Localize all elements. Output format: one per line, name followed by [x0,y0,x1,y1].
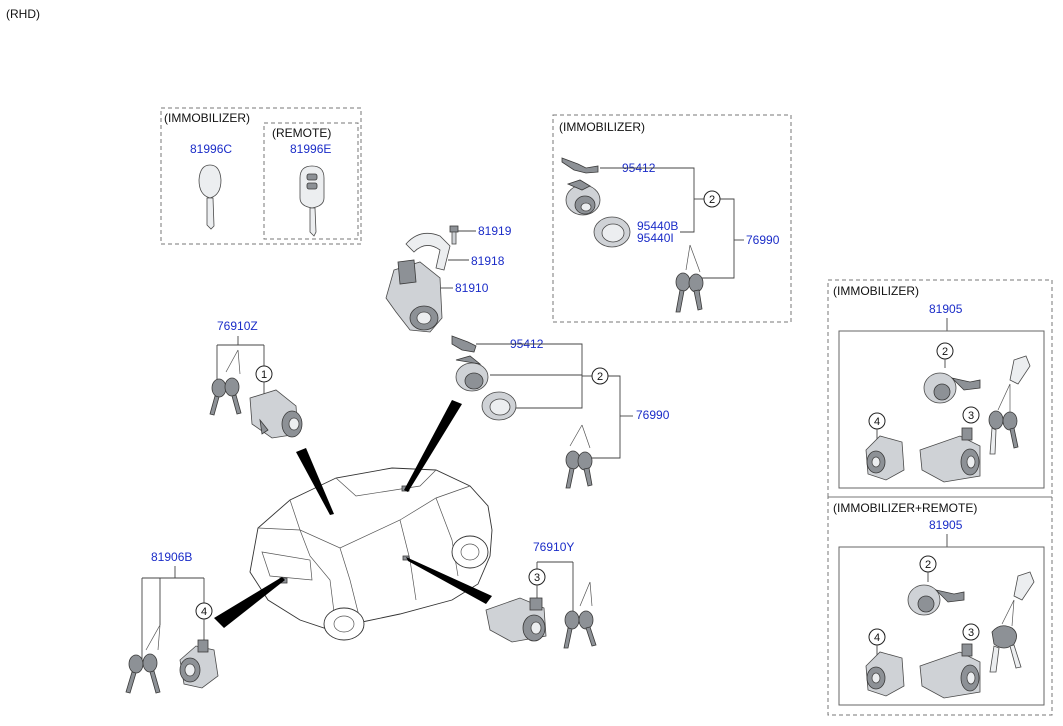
callout-3-right [962,406,980,424]
svg-text:4: 4 [874,416,880,428]
svg-text:1: 1 [261,369,267,381]
part-76990-top[interactable]: 76990 [746,233,780,247]
part-81910[interactable]: 81910 [455,281,489,295]
door-lock-cylinder-icon [485,597,547,643]
part-81906B[interactable]: 81906B [151,550,192,564]
door-lock-cylinder-icon [919,427,981,483]
pointer-wedge [404,400,462,492]
variant-label: (RHD) [6,7,40,21]
svg-text:2: 2 [709,194,715,206]
immobilizer-key [198,164,222,230]
vehicle-illustration [249,467,493,641]
group-81906B: 81906B 4 [125,550,219,694]
lock-cylinder-icon [907,584,965,616]
part-76910Y[interactable]: 76910Y [533,540,574,554]
part-76990-center[interactable]: 76990 [636,408,670,422]
immobilizer-right-label: (IMMOBILIZER) [833,284,919,298]
immobilizer-key-group: (IMMOBILIZER) (REMOTE) 81996C 81996E [160,107,362,245]
svg-text:2: 2 [597,371,603,383]
part-81905-b[interactable]: 81905 [929,518,963,532]
svg-text:3: 3 [534,572,540,584]
antenna-ring-icon [481,391,517,421]
lock-cylinder-icon [455,355,489,392]
antenna-ring-icon [593,216,631,248]
immobilizer-label: (IMMOBILIZER) [164,111,250,125]
lock-cylinder-icon [923,372,981,404]
svg-text:3: 3 [968,627,974,639]
part-81905-a[interactable]: 81905 [929,302,963,316]
part-95440B[interactable]: 95440B [637,219,678,233]
key-set-icon [988,355,1031,455]
key-set-icon [563,581,597,649]
antenna-coil-icon [561,157,599,174]
svg-text:3: 3 [968,410,974,422]
group-76910Z: 76910Z 1 [209,319,303,439]
pointer-wedge [296,448,334,515]
callout-2-top [703,190,721,208]
ignition-assembly: 81919 81918 81910 [385,224,512,333]
immobilizer-right-group: (IMMOBILIZER) 81905 2 3 4 [827,279,1053,498]
svg-text:4: 4 [201,606,207,618]
tailgate-lock-cylinder-icon [865,435,905,481]
part-81918[interactable]: 81918 [471,254,505,268]
svg-text:2: 2 [925,559,931,571]
tailgate-lock-cylinder-icon [865,651,905,697]
part-81919[interactable]: 81919 [478,224,512,238]
callout-3-remote [962,623,980,641]
remote-key-set-icon [989,571,1035,673]
part-76910Z[interactable]: 76910Z [217,319,258,333]
key-set-icon [675,244,704,313]
remote-label: (REMOTE) [272,126,331,140]
svg-text:4: 4 [874,632,880,644]
immobilizer-top-group: (IMMOBILIZER) 95412 95440B 95440I 76990 … [552,114,792,323]
key-set-icon [565,424,593,489]
screw-icon [449,225,459,245]
part-81996C[interactable]: 81996C [190,142,232,156]
remote-key [299,165,325,237]
key-set-icon [209,349,242,416]
group-76910Y: 76910Y 3 [485,540,597,649]
tailgate-lock-cylinder-icon [179,639,219,689]
part-95440I[interactable]: 95440I [637,231,674,245]
pointer-wedge [406,557,492,604]
immobilizer-remote-right-label: (IMMOBILIZER+REMOTE) [833,501,977,515]
pointer-wedge [214,577,285,628]
immobilizer-top-label: (IMMOBILIZER) [559,120,645,134]
door-lock-cylinder-icon [249,389,303,439]
svg-text:2: 2 [942,346,948,358]
steering-lock-icon [385,259,443,333]
callout-2-center [591,367,609,385]
door-lock-cylinder-icon [919,643,981,699]
center-cylinder-group: 95412 76990 2 [451,335,670,489]
key-set-icon [125,624,161,694]
antenna-coil-icon [451,335,477,353]
bracket-icon [405,232,451,271]
part-81996E[interactable]: 81996E [290,142,331,156]
immobilizer-remote-right-group: (IMMOBILIZER+REMOTE) 81905 2 3 4 [827,496,1053,716]
lock-cylinder-icon [565,179,601,216]
